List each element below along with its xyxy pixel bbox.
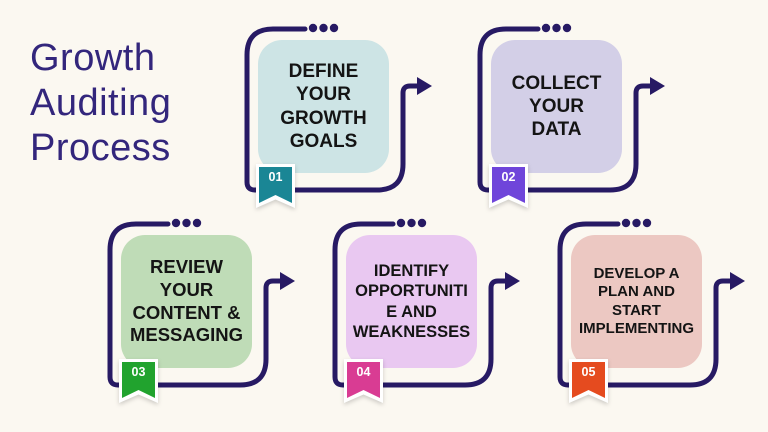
- flow-frame: [477, 23, 665, 193]
- ellipsis-icon: [171, 218, 202, 228]
- ellipsis-icon: [308, 23, 339, 33]
- step-4: IDENTIFY OPPORTUNITI E AND WEAKNESSES 04: [325, 207, 530, 407]
- step-card: REVIEW YOUR CONTENT & MESSAGING: [121, 235, 252, 368]
- ribbon-icon: [489, 164, 528, 208]
- flow-frame: [244, 23, 432, 193]
- flow-frame: [332, 218, 520, 388]
- step-3: REVIEW YOUR CONTENT & MESSAGING 03: [100, 207, 305, 407]
- step-number: 05: [581, 365, 596, 379]
- step-badge: 04: [344, 359, 383, 405]
- ellipsis-icon: [396, 218, 427, 228]
- ribbon-icon: [256, 164, 295, 208]
- ellipsis-icon: [541, 23, 572, 33]
- flow-frame-path: [557, 221, 734, 388]
- flow-frame: [557, 218, 745, 388]
- arrow-right-icon: [650, 77, 665, 95]
- step-1: DEFINE YOUR GROWTH GOALS 01: [237, 12, 442, 212]
- page-title: Growth Auditing Process: [30, 37, 172, 169]
- step-badge: 01: [256, 164, 295, 210]
- arrow-right-icon: [280, 272, 295, 290]
- step-badge: 05: [569, 359, 608, 405]
- step-badge: 03: [119, 359, 158, 405]
- step-card: DEVELOP A PLAN AND START IMPLEMENTING: [571, 235, 702, 368]
- step-card: IDENTIFY OPPORTUNITI E AND WEAKNESSES: [346, 235, 477, 368]
- flow-frame-path: [107, 221, 284, 388]
- flow-frame-path: [332, 221, 509, 388]
- step-number: 03: [131, 365, 146, 379]
- flow-frame: [107, 218, 295, 388]
- flow-frame-path: [477, 26, 654, 193]
- ribbon-icon: [344, 359, 383, 403]
- step-2: COLLECT YOUR DATA 02: [470, 12, 675, 212]
- arrow-right-icon: [417, 77, 432, 95]
- step-card: COLLECT YOUR DATA: [491, 40, 622, 173]
- arrow-right-icon: [505, 272, 520, 290]
- ribbon-icon: [119, 359, 158, 403]
- arrow-right-icon: [730, 272, 745, 290]
- ribbon-icon: [569, 359, 608, 403]
- step-number: 01: [268, 170, 283, 184]
- flow-frame-path: [244, 26, 421, 193]
- step-5: DEVELOP A PLAN AND START IMPLEMENTING 05: [550, 207, 755, 407]
- ellipsis-icon: [621, 218, 652, 228]
- step-number: 02: [501, 170, 516, 184]
- step-badge: 02: [489, 164, 528, 210]
- step-card: DEFINE YOUR GROWTH GOALS: [258, 40, 389, 173]
- step-number: 04: [356, 365, 371, 379]
